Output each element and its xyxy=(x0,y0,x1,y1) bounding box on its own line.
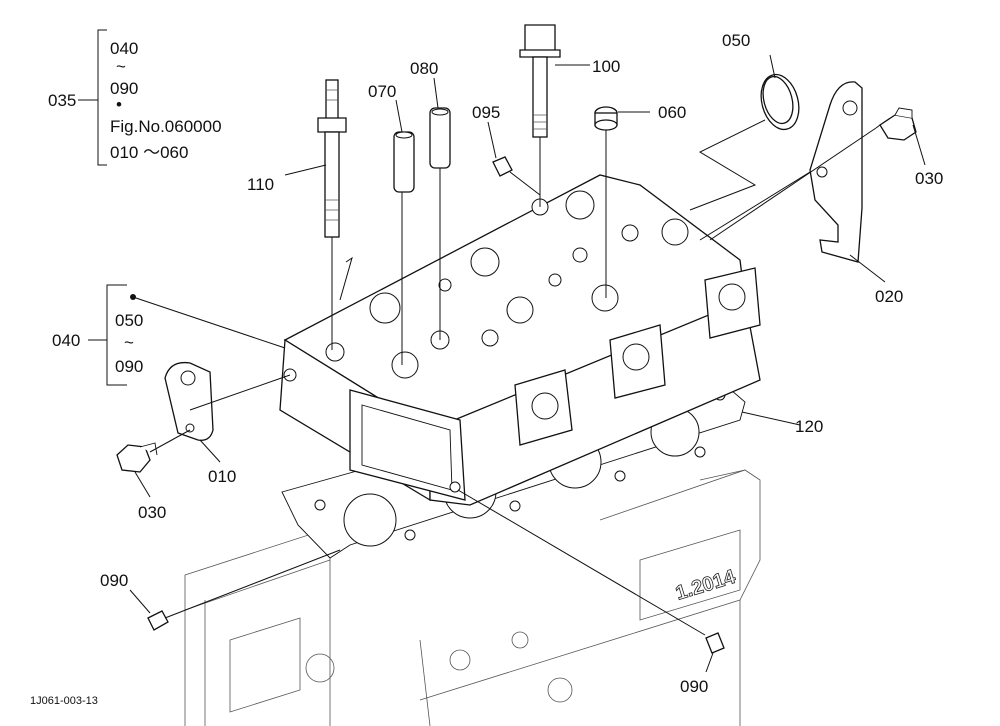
label-bullet: • xyxy=(116,95,122,114)
label-050-group: 050 xyxy=(115,311,143,330)
label-030-left: 030 xyxy=(138,503,166,522)
label-090-right: 090 xyxy=(680,677,708,696)
label-110: 110 xyxy=(247,175,274,194)
label-035: 035 xyxy=(48,91,76,110)
cylinder-head xyxy=(279,174,761,506)
stud-bolt-110 xyxy=(317,79,347,238)
valve-guide-070 xyxy=(393,131,415,193)
label-030-right: 030 xyxy=(915,169,943,188)
plug-090-left xyxy=(147,610,169,631)
screw-030-left xyxy=(116,442,158,473)
label-tilde-top: ~ xyxy=(116,57,126,76)
bracket-010 xyxy=(164,361,214,441)
seal-060 xyxy=(594,106,618,131)
bracket-020 xyxy=(809,81,863,263)
label-020: 020 xyxy=(875,287,903,306)
screw-030-right xyxy=(875,107,917,141)
label-095: 095 xyxy=(472,103,500,122)
plug-095 xyxy=(492,156,513,177)
label-060: 060 xyxy=(658,103,686,122)
drawing-id: 1J061-003-13 xyxy=(30,695,98,707)
plug-050 xyxy=(760,73,800,131)
label-fig-range: 010 ～060 xyxy=(110,143,188,162)
label-120: 120 xyxy=(795,417,823,436)
head-bolt-100 xyxy=(519,24,561,138)
block-casting-mark: 1.2014 xyxy=(673,566,739,605)
label-100: 100 xyxy=(592,57,620,76)
label-040: 040 xyxy=(52,331,80,350)
leader-lines xyxy=(78,29,926,673)
plug-090-right xyxy=(705,632,725,654)
label-090-group: 090 xyxy=(115,357,143,376)
label-070: 070 xyxy=(368,82,396,101)
label-040-top: 040 xyxy=(110,39,138,58)
label-080: 080 xyxy=(410,59,438,78)
valve-guide-080 xyxy=(429,107,451,169)
label-tilde-mid: ~ xyxy=(124,333,134,352)
label-fig-ref: Fig.No.060000 xyxy=(110,117,222,136)
label-090-left: 090 xyxy=(100,571,128,590)
label-050: 050 xyxy=(722,31,750,50)
part-labels: 040 ~ 090 • Fig.No.060000 010 ～060 035 0… xyxy=(30,31,943,707)
label-010: 010 xyxy=(208,467,236,486)
label-090-top: 090 xyxy=(110,79,138,98)
